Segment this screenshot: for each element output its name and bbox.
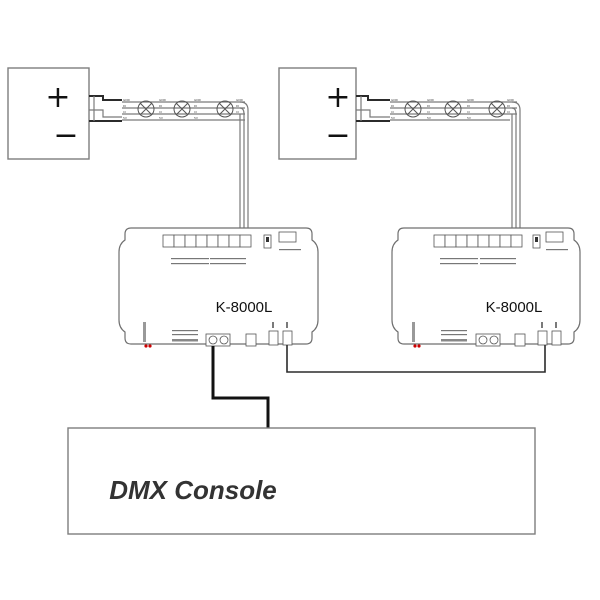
controller-1: K-8000L (118, 227, 319, 348)
led-string-2: GND DI CI 5V GND DI CI 5V GND DI CI 5V G… (390, 98, 521, 228)
dmx-xlr-ports (475, 333, 501, 347)
led-node (444, 100, 462, 118)
dmx-in-terminal (514, 333, 526, 347)
dmx-out-terminal-a (537, 330, 548, 346)
svg-text:CI: CI (194, 110, 197, 114)
dmx-out-terminal-a (268, 330, 279, 346)
plus-sign: + (325, 80, 350, 115)
power-switch (532, 234, 541, 249)
svg-text:DI: DI (391, 104, 394, 108)
svg-text:GND: GND (159, 98, 167, 102)
led-node (488, 100, 506, 118)
svg-text:CI: CI (123, 110, 126, 114)
output-terminal-block (433, 234, 523, 248)
svg-text:DI: DI (427, 104, 430, 108)
minus-sign: − (325, 118, 350, 153)
board-fine-print (412, 249, 568, 342)
board-fine-print (143, 249, 301, 342)
svg-text:CI: CI (236, 110, 239, 114)
svg-text:DI: DI (123, 104, 126, 108)
dmx-console-label: DMX Console (109, 475, 277, 505)
svg-text:GND: GND (427, 98, 435, 102)
power-leads-1 (89, 95, 122, 122)
dmx-cable-console-to-controller-1 (211, 346, 270, 428)
svg-text:5V: 5V (467, 116, 472, 120)
svg-text:DI: DI (467, 104, 470, 108)
svg-text:DI: DI (159, 104, 162, 108)
controller-2: K-8000L (391, 227, 581, 348)
svg-text:CI: CI (467, 110, 470, 114)
svg-text:5V: 5V (123, 116, 128, 120)
dmx-console: DMX Console (67, 427, 536, 535)
dmx-out-terminal-b (551, 330, 562, 346)
svg-text:DI: DI (507, 104, 510, 108)
power-leads-2 (356, 95, 390, 122)
power-supply-1: + − (7, 67, 90, 160)
led-node (173, 100, 191, 118)
svg-text:CI: CI (507, 110, 510, 114)
svg-text:GND: GND (507, 98, 515, 102)
controller-model-label: K-8000L (486, 299, 543, 316)
power-input-terminal (278, 231, 297, 243)
dmx-xlr-ports (205, 333, 231, 347)
output-terminal-block (162, 234, 252, 248)
led-string-1: GND DI CI 5V GND DI CI 5V GND DI CI 5V G… (122, 98, 249, 228)
svg-text:CI: CI (427, 110, 430, 114)
svg-text:CI: CI (159, 110, 162, 114)
svg-text:GND: GND (236, 98, 244, 102)
led-node (137, 100, 155, 118)
controller-model-label: K-8000L (216, 299, 273, 316)
dmx-in-terminal (245, 333, 257, 347)
svg-text:GND: GND (391, 98, 399, 102)
svg-text:CI: CI (391, 110, 394, 114)
power-input-terminal (545, 231, 564, 243)
svg-text:GND: GND (194, 98, 202, 102)
svg-text:5V: 5V (427, 116, 432, 120)
power-switch (263, 234, 272, 249)
svg-text:DI: DI (236, 104, 239, 108)
led-node (404, 100, 422, 118)
svg-text:5V: 5V (159, 116, 164, 120)
svg-text:5V: 5V (194, 116, 199, 120)
power-supply-2: + − (278, 67, 357, 160)
svg-text:GND: GND (467, 98, 475, 102)
dmx-cable-controller-1-to-controller-2 (286, 345, 546, 373)
svg-text:DI: DI (194, 104, 197, 108)
led-node (216, 100, 234, 118)
svg-text:GND: GND (123, 98, 131, 102)
svg-text:5V: 5V (391, 116, 396, 120)
dmx-out-terminal-b (282, 330, 293, 346)
minus-sign: − (53, 118, 78, 153)
plus-sign: + (45, 80, 70, 115)
